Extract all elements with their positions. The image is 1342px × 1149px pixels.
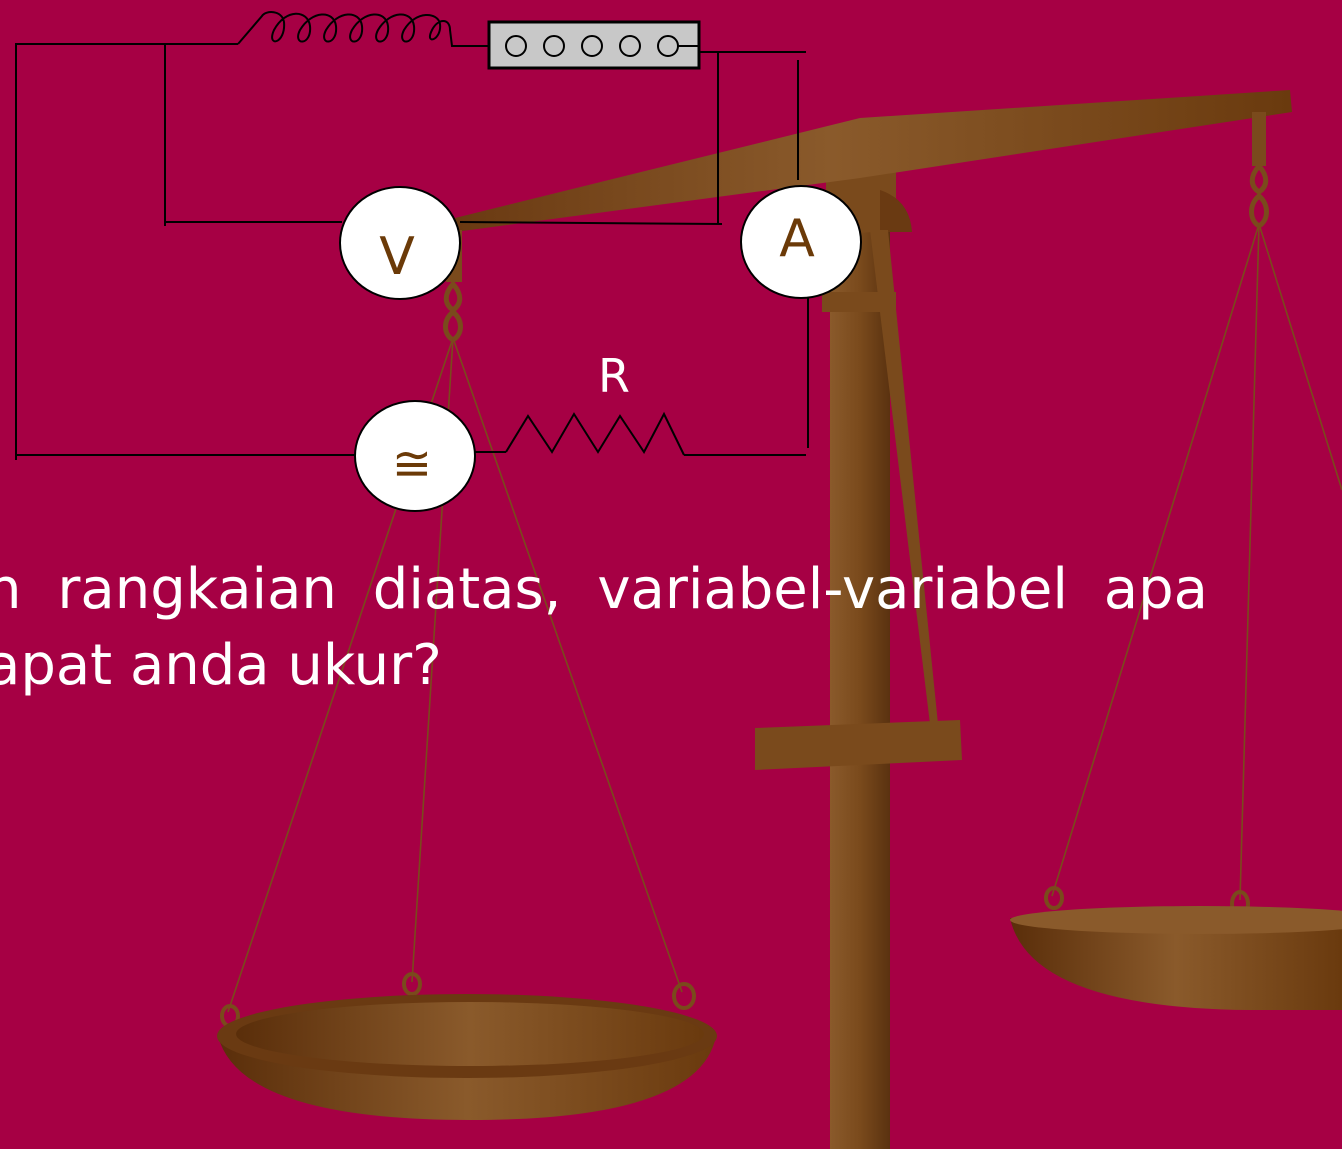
ac-source-symbol: ≅ — [392, 436, 432, 492]
scale-beam — [455, 90, 1292, 232]
left-scale-pan — [217, 994, 717, 1120]
ammeter-label: A — [779, 209, 815, 269]
question-word: diatas, — [372, 557, 562, 622]
scale-post-collar — [822, 292, 896, 312]
scale-pointer — [870, 230, 938, 724]
resistor-label: R — [598, 349, 630, 403]
voltmeter-label: V — [379, 227, 415, 287]
circuit-diagram — [15, 11, 862, 512]
question-word: apa — [1103, 557, 1208, 622]
coil-icon — [237, 11, 490, 47]
ac-source — [354, 400, 476, 512]
wire-top-left — [15, 43, 238, 460]
scale-crossbar — [755, 720, 962, 770]
ammeter — [740, 185, 862, 299]
rheostat-box-icon — [487, 20, 701, 70]
scale-post — [830, 190, 890, 1149]
balance-scale-illustration — [217, 90, 1342, 1149]
question-word: n — [0, 557, 22, 622]
voltmeter — [339, 186, 461, 300]
question-line-1: n rangkaian diatas, variabel-variabel ap… — [0, 552, 1208, 628]
question-line-2: apat anda ukur? — [0, 633, 442, 698]
right-scale-pan — [1010, 906, 1342, 1010]
wire-voltmeter-right — [459, 221, 723, 225]
question-word: rangkaian — [57, 557, 337, 622]
right-pan-strings — [1051, 223, 1342, 901]
question-word: variabel-variabel — [597, 557, 1068, 622]
resistor-zigzag — [505, 411, 685, 456]
scale-right-hanger — [1252, 112, 1266, 166]
